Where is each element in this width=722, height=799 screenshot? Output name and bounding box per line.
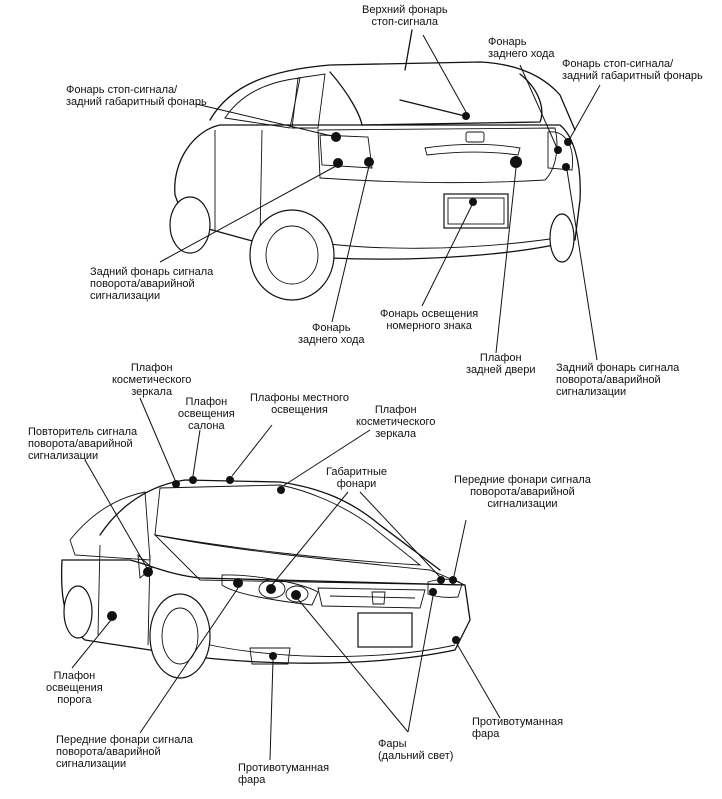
front-dot-fog-left — [269, 652, 277, 660]
label-vanity-right: Плафон косметического зеркала — [356, 404, 436, 440]
front-dot-vanity-right — [277, 486, 285, 494]
front-dot-map — [226, 476, 234, 484]
label-front-turn-right: Передние фонари сигнала поворота/аварийн… — [454, 474, 591, 510]
rear-dot-license — [469, 198, 477, 206]
front-dot-headlight-right — [429, 588, 437, 596]
right-tail-lamp — [547, 131, 573, 171]
windshield — [154, 484, 422, 566]
rear-dot-high-stop — [462, 112, 470, 120]
label-rear-turn-right: Задний фонарь сигнала поворота/аварийной… — [556, 362, 680, 398]
rear-dot-stop-right — [564, 138, 572, 146]
front-dot-cabin — [189, 476, 197, 484]
front-dot-parking-right — [437, 576, 445, 584]
front-dot-fog-right — [452, 636, 460, 644]
label-parking-lights: Габаритные фонари — [326, 466, 388, 490]
label-fog-left: Противотуманная фара — [238, 762, 330, 786]
front-bumper — [189, 639, 456, 657]
label-tailgate-light: Плафон задней двери — [466, 352, 536, 376]
label-license-plate: Фонарь освещения номерного знака — [380, 308, 479, 332]
rear-side-window-1 — [224, 77, 301, 129]
front-emblem — [371, 591, 386, 605]
label-reverse-upper: Фонарь заднего хода — [488, 36, 555, 60]
front-dot-courtesy — [107, 611, 117, 621]
front-dot-repeater — [143, 567, 153, 577]
rear-wiper — [399, 99, 466, 117]
front-car-drawing — [60, 476, 471, 679]
label-courtesy-light: Плафон освещения порога — [46, 670, 103, 706]
rear-wheel — [249, 209, 335, 301]
rear-dot-reverse-right — [554, 146, 562, 154]
front-dot-parking-left — [266, 584, 276, 594]
front-dot-turn-left — [233, 578, 243, 588]
left-headlight — [221, 574, 319, 606]
label-stop-tail-left: Фонарь стоп-сигнала/ задний габаритный ф… — [66, 84, 207, 108]
label-reverse-lower: Фонарь заднего хода — [298, 322, 365, 346]
rear-dot-stop-left — [331, 132, 341, 142]
front-roof — [99, 479, 441, 571]
rear-dot-tailgate — [510, 156, 522, 168]
rear-dot-turn-left — [333, 158, 343, 168]
rear-side-window-2 — [291, 73, 326, 129]
front-dot-vanity-left — [172, 480, 180, 488]
front-door-line — [97, 544, 101, 636]
front-leaders — [71, 397, 501, 761]
front-wheel — [149, 593, 211, 679]
rear-body — [174, 124, 581, 260]
rear-wheel-hub — [265, 225, 319, 285]
far-wheel — [549, 213, 575, 263]
left-headlight-lens-2 — [285, 585, 309, 603]
label-front-turn-left: Передние фонари сигнала поворота/аварийн… — [56, 734, 193, 770]
hood — [153, 534, 466, 586]
label-rear-turn-left: Задний фонарь сигнала поворота/аварийной… — [90, 266, 214, 302]
rear-dot-turn-right — [562, 163, 570, 171]
label-side-repeater: Повторитель сигнала поворота/аварийной с… — [28, 426, 138, 462]
front-dot-headlight-left — [291, 590, 301, 600]
rear-roof-outline — [209, 61, 576, 131]
label-headlights: Фары (дальний свет) — [378, 738, 454, 762]
left-tail-lamp — [319, 134, 373, 169]
rear-car-drawing — [169, 29, 581, 301]
rear-dot-reverse-left — [364, 157, 374, 167]
front-dot-turn-right — [449, 576, 457, 584]
rear-leaders — [159, 34, 601, 361]
license-plate-inner — [447, 197, 505, 225]
front-license-plate — [357, 612, 413, 648]
label-vanity-left: Плафон косметического зеркала — [112, 362, 192, 398]
label-cabin-light: Плафон освещения салона — [178, 396, 235, 432]
grille — [317, 587, 426, 609]
label-fog-right: Противотуманная фара — [472, 716, 564, 740]
rear-window — [329, 71, 543, 126]
label-stop-tail-right: Фонарь стоп-сигнала/ задний габаритный ф… — [562, 58, 703, 82]
front-wheel-hub — [161, 607, 199, 665]
rear-door-line-2 — [259, 129, 263, 239]
label-map-lights: Плафоны местного освещения — [250, 392, 349, 416]
license-plate — [443, 193, 509, 229]
left-fog-lamp — [249, 647, 291, 665]
front-wheel-rear-view — [169, 196, 211, 254]
label-high-mount-stop: Верхний фонарь стоп-сигнала — [362, 4, 448, 28]
front-side-window — [69, 491, 151, 561]
left-headlight-lens-1 — [258, 579, 286, 599]
rear-emblem — [465, 131, 485, 143]
rear-lamp-bar — [424, 143, 521, 156]
rear-wheel-front-view — [63, 585, 93, 639]
